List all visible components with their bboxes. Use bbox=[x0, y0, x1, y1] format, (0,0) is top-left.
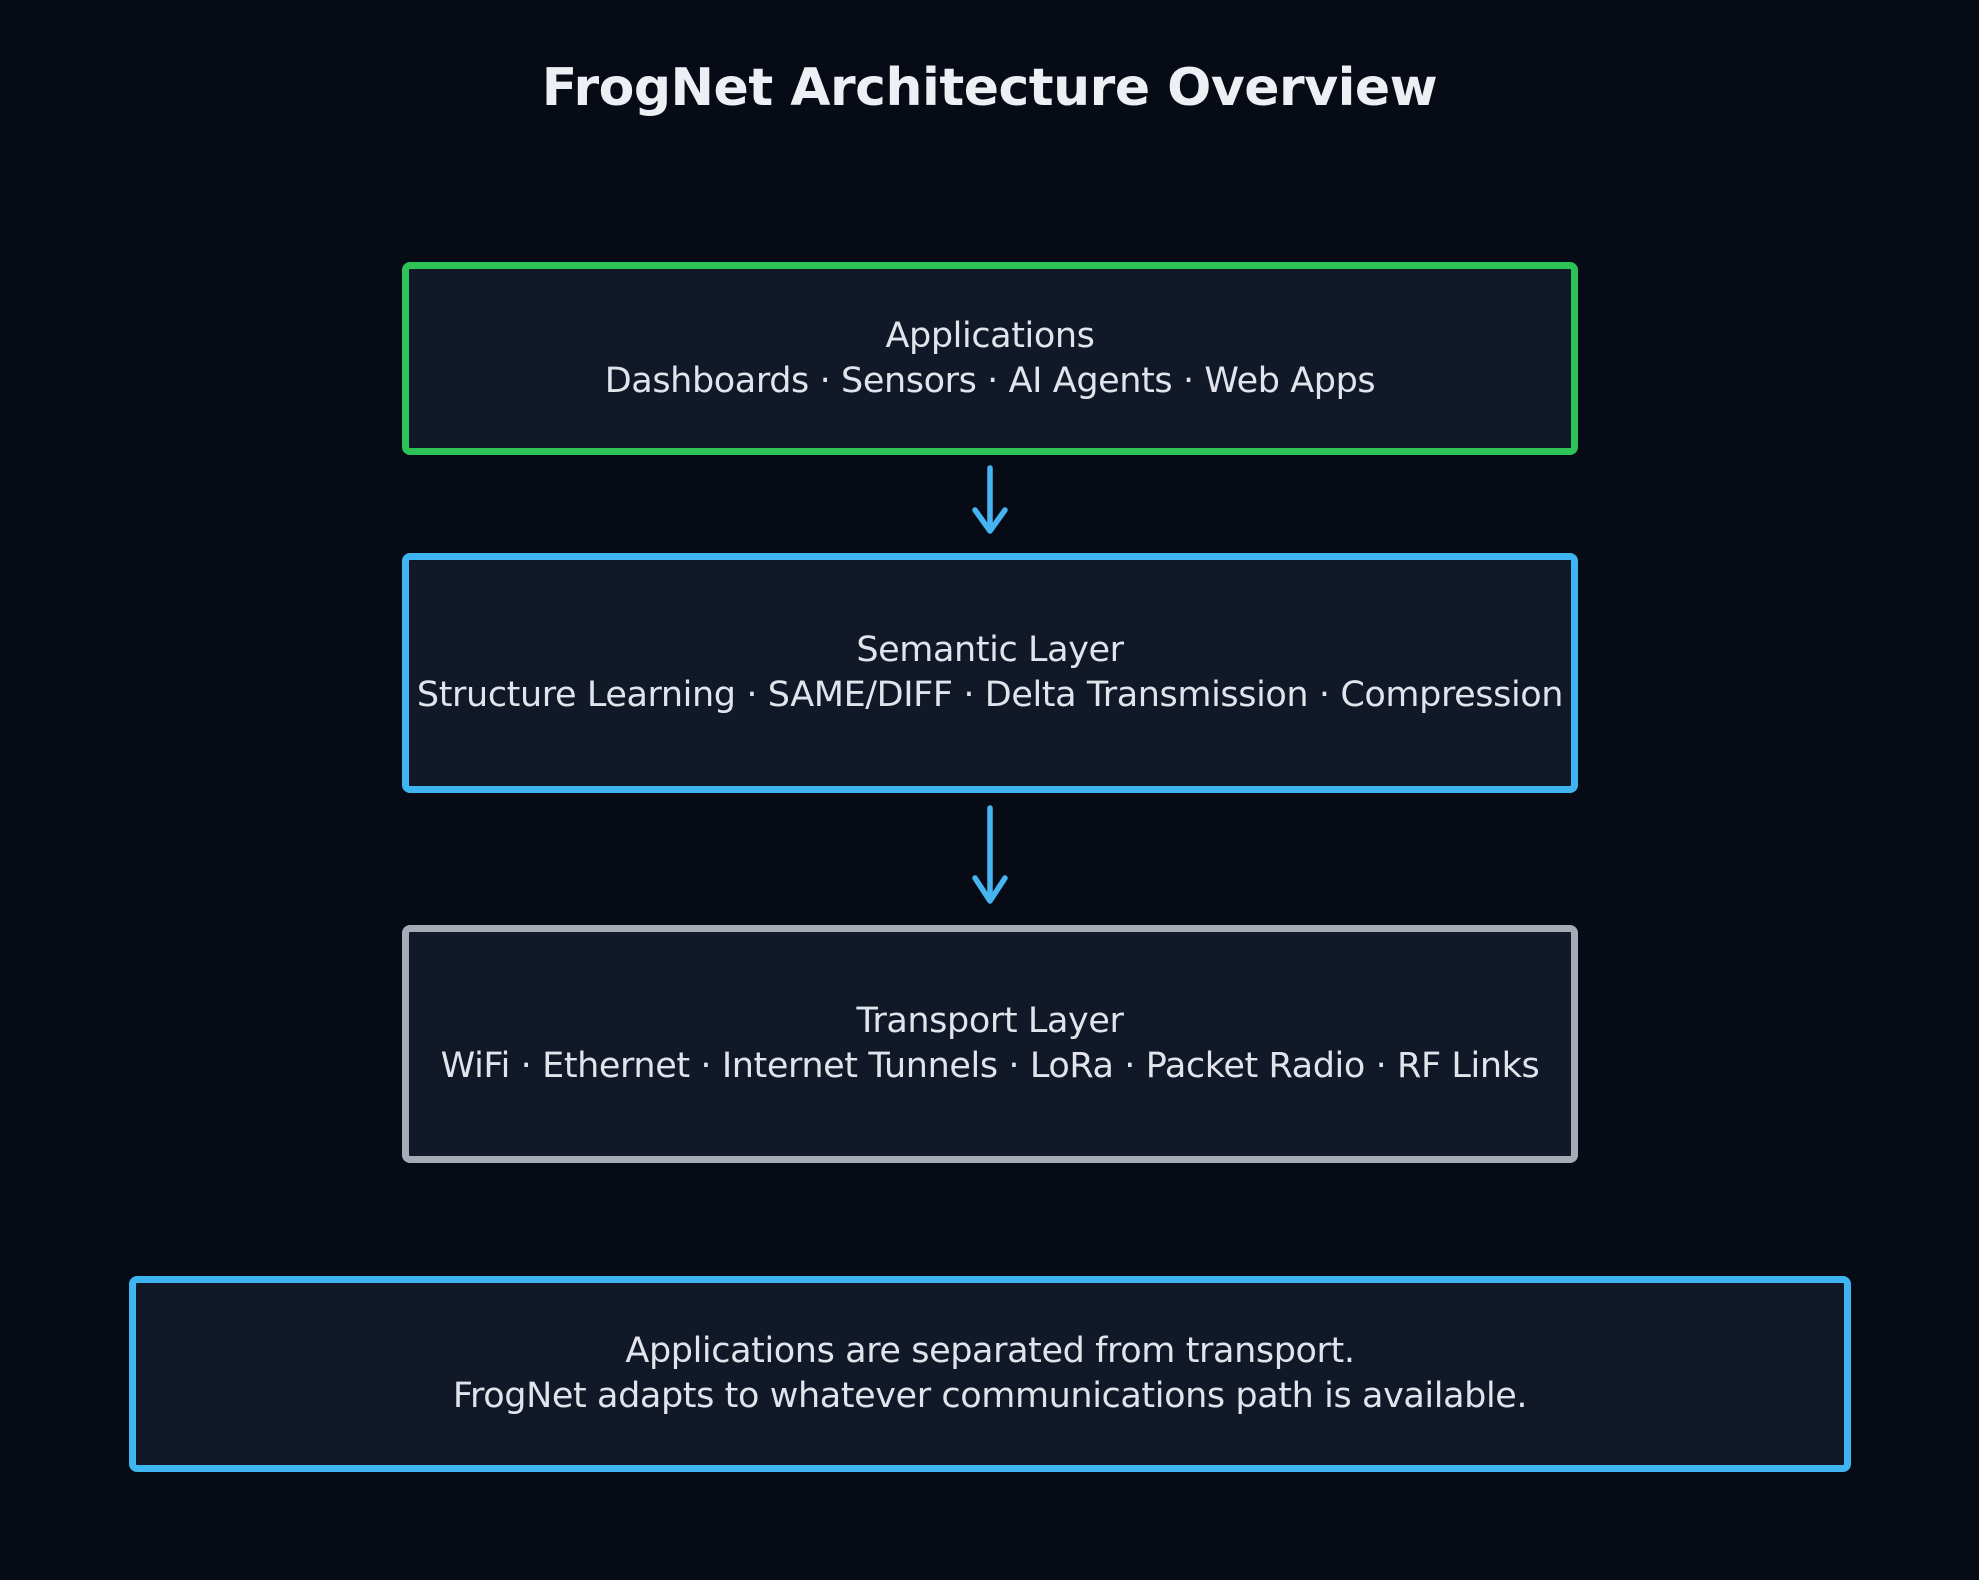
layer-box-transport: Transport Layer WiFi · Ethernet · Intern… bbox=[402, 925, 1578, 1163]
layer-details-transport: WiFi · Ethernet · Internet Tunnels · LoR… bbox=[440, 1046, 1540, 1086]
diagram-title: FrogNet Architecture Overview bbox=[541, 58, 1438, 118]
layer-name-transport: Transport Layer bbox=[856, 1001, 1124, 1042]
note-box: Applications are separated from transpor… bbox=[129, 1276, 1851, 1472]
layer-details-semantic: Structure Learning · SAME/DIFF · Delta T… bbox=[416, 675, 1564, 715]
note-line-2: FrogNet adapts to whatever communication… bbox=[452, 1376, 1528, 1416]
layer-box-applications: Applications Dashboards · Sensors · AI A… bbox=[402, 262, 1578, 455]
layer-name-semantic: Semantic Layer bbox=[856, 630, 1124, 671]
layer-details-applications: Dashboards · Sensors · AI Agents · Web A… bbox=[604, 360, 1376, 401]
note-line-1: Applications are separated from transpor… bbox=[625, 1331, 1355, 1372]
layer-name-applications: Applications bbox=[885, 315, 1095, 356]
layer-box-semantic: Semantic Layer Structure Learning · SAME… bbox=[402, 553, 1578, 793]
down-arrow-icon bbox=[972, 805, 1008, 904]
down-arrow-icon bbox=[972, 465, 1008, 534]
